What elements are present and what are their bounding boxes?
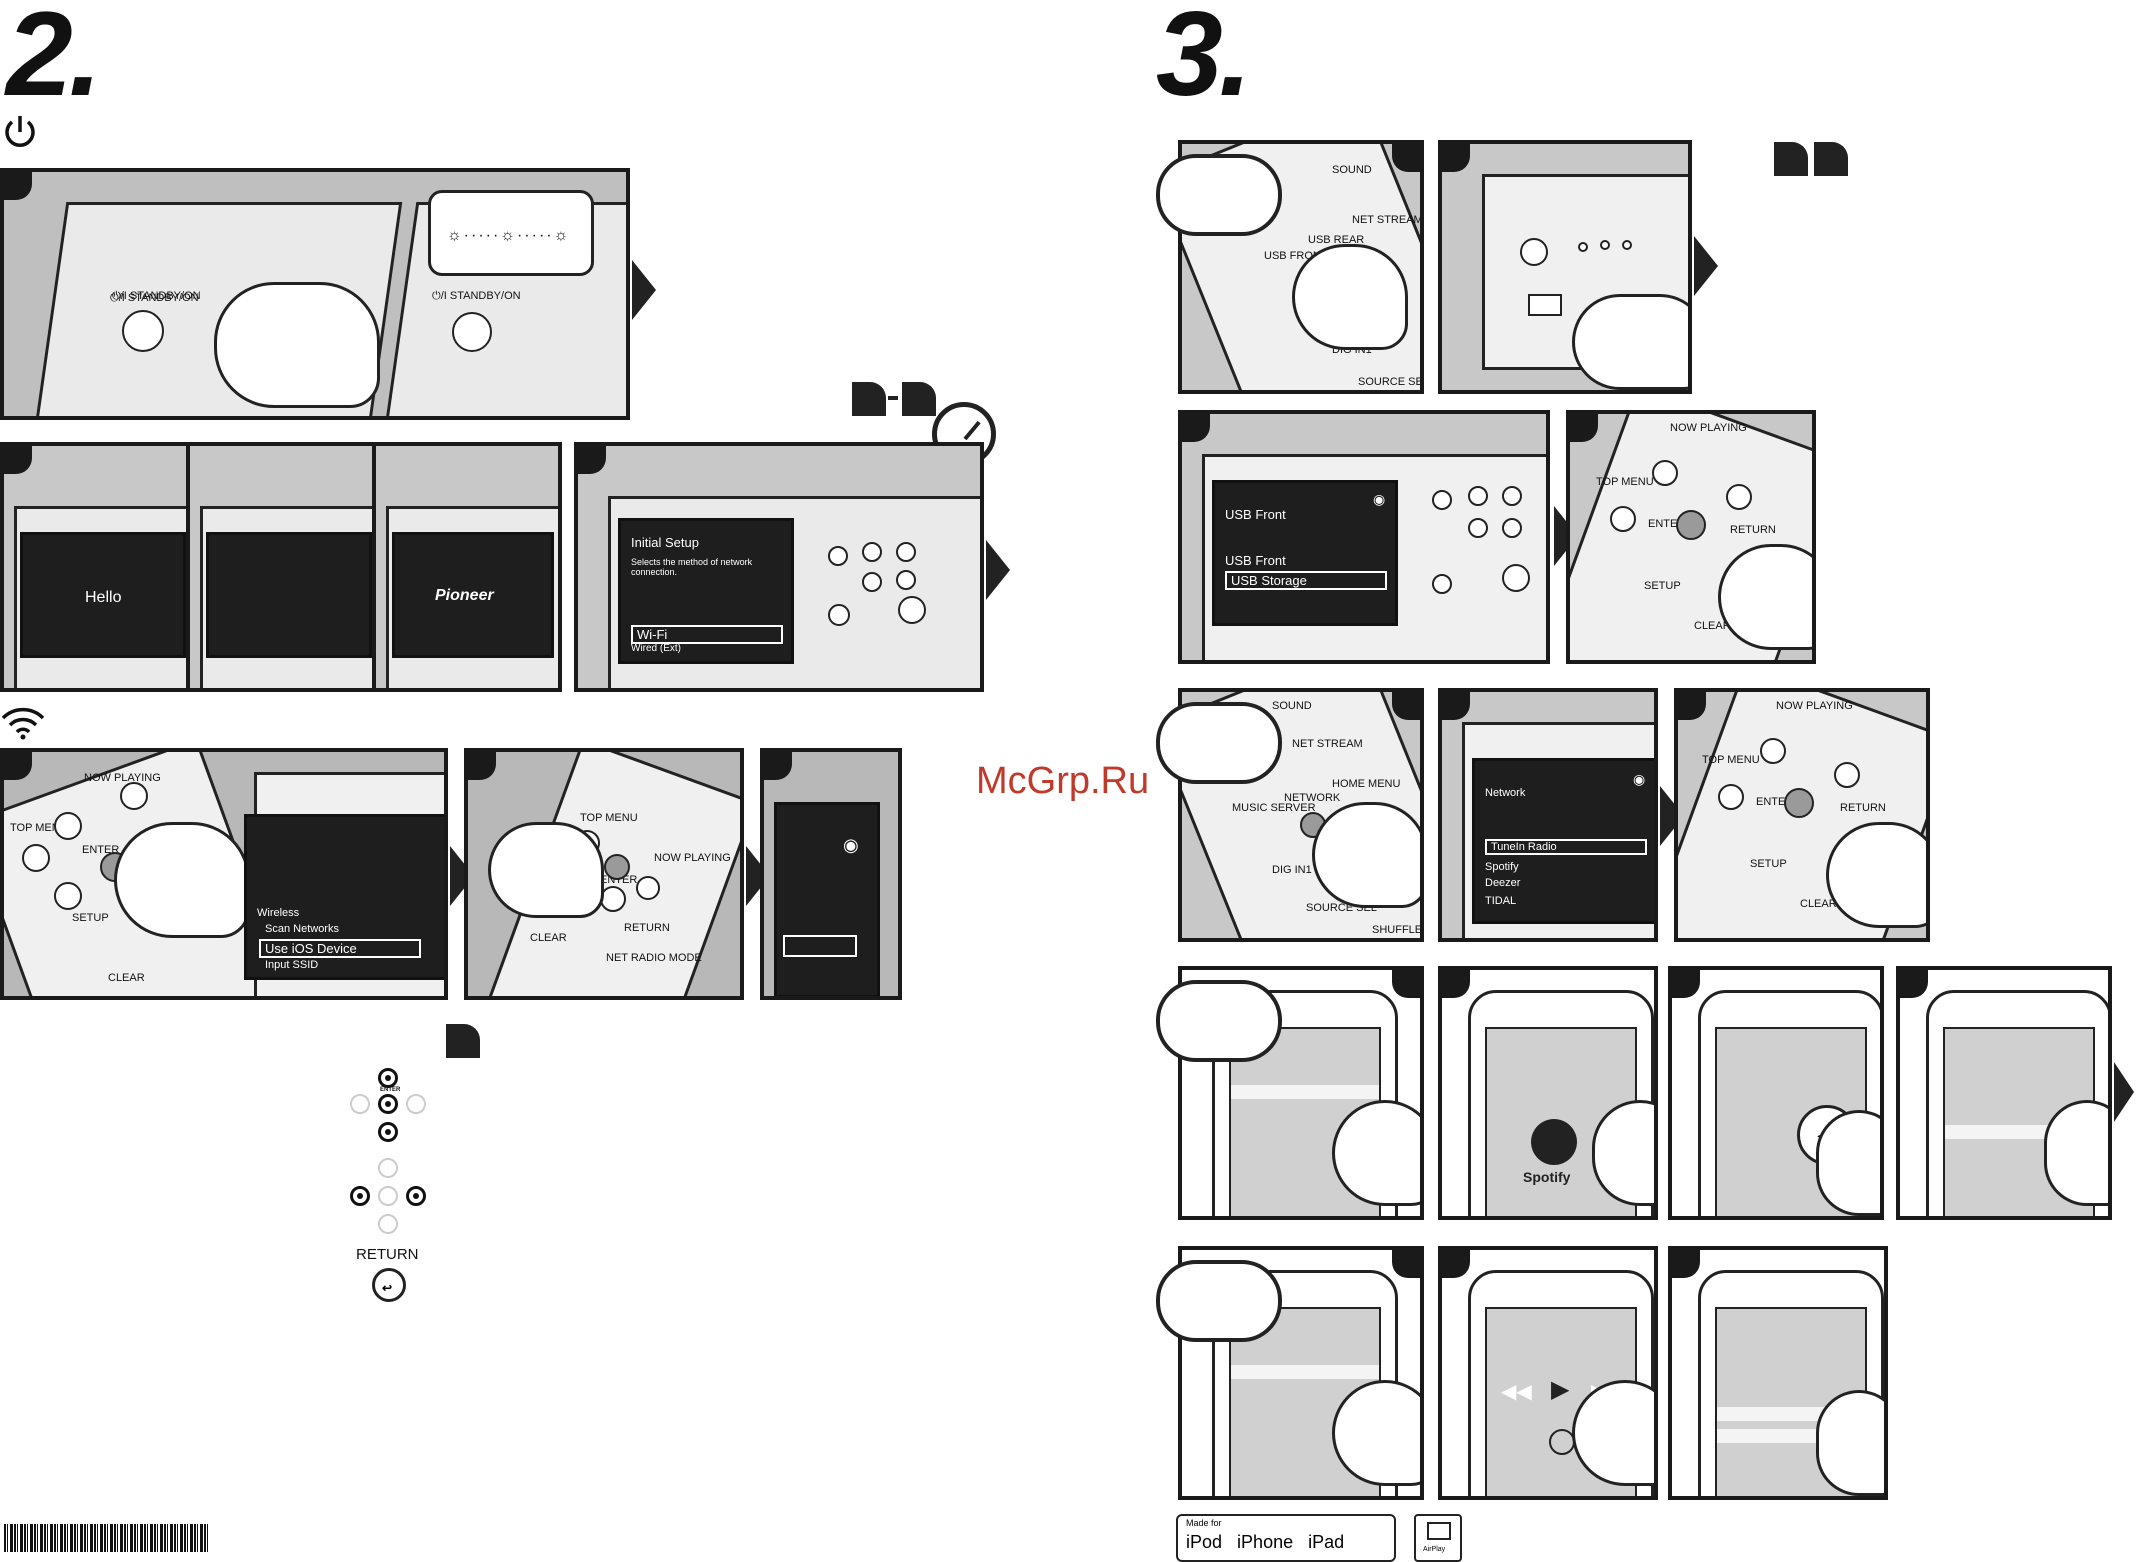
barcode: [4, 1524, 209, 1552]
panel-boot-1: Hello: [0, 442, 196, 692]
screen-initial-setup: Initial Setup Selects the method of netw…: [618, 518, 794, 664]
panel-network-remote: SOUND NET STREAM MUSIC SERVER NETWORK HO…: [1178, 688, 1424, 942]
step-3-number: 3.: [1156, 0, 1252, 121]
panel-network-enter: TOP MENU NOW PLAYING ENTER RETURN SETUP …: [1674, 688, 1930, 942]
arrow-next-5: [1694, 236, 1718, 296]
step-badge-double: [1774, 142, 1848, 176]
rewind-icon[interactable]: ◀◀: [1501, 1381, 1532, 1403]
panel-usb-enter: TOP MENU NOW PLAYING ENTER RETURN SETUP …: [1566, 410, 1816, 664]
return-icon: ↩: [372, 1268, 406, 1302]
watermark: McGrp.Ru: [976, 760, 1150, 802]
panel-remote-topmenu: TOP MENU NOW PLAYING ENTER SETUP CLEAR R…: [464, 748, 744, 1000]
iphone-label: iPhone: [1237, 1532, 1294, 1552]
panel-phone-speaker: ◀): [1668, 966, 1884, 1220]
legend-enter-label: ENTER: [380, 1087, 401, 1093]
panel-boot-2: [186, 442, 382, 692]
standby-label-1: ⏻/I STANDBY/ON: [110, 292, 199, 304]
arrow-next-1: [632, 260, 656, 320]
wifi-icon: [1, 707, 45, 740]
screen-hello: Hello: [20, 532, 186, 658]
screen-network: Network TuneIn Radio Spotify Deezer TIDA…: [1472, 758, 1654, 924]
spotify-label: Spotify: [1523, 1169, 1571, 1185]
usb-enter-button[interactable]: [1676, 510, 1706, 540]
panel-phone-spotify: Spotify: [1438, 966, 1658, 1220]
panel-phone-select: ✔: [1668, 1246, 1888, 1500]
screen-usb: USB Front USB Front USB Storage ◉: [1212, 480, 1398, 626]
arrow-next-2: [986, 540, 1010, 600]
usb-storage-option[interactable]: USB Storage: [1225, 571, 1387, 590]
standby-button-1[interactable]: [122, 310, 164, 352]
screen-brand: Pioneer: [392, 532, 554, 658]
use-ios-option[interactable]: Use iOS Device: [259, 939, 421, 958]
panel-initial-setup: Initial Setup Selects the method of netw…: [574, 442, 984, 692]
indicator-callout: ☼·····☼·····☼: [428, 190, 594, 276]
screen-wireless: Wireless Scan Networks Use iOS Device In…: [244, 814, 444, 980]
callout-bubble-3: [1156, 980, 1282, 1062]
panel-boot-3: Pioneer: [372, 442, 562, 692]
arrow-next-8: [2114, 1062, 2134, 1122]
step-badge-legend: [446, 1024, 480, 1058]
step-badges-range: [852, 382, 942, 416]
wifi-signal-icon: ◉: [843, 835, 859, 855]
legend-return-label: RETURN: [356, 1246, 419, 1263]
panel-usb-screen: USB Front USB Front USB Storage ◉: [1178, 410, 1550, 664]
spotify-logo: [1531, 1119, 1577, 1165]
callout-bubble-2: [1156, 702, 1282, 784]
panel-phone-list: [1896, 966, 2112, 1220]
panel-wifi-done: ◉: [760, 748, 902, 1000]
standby-label-2-text: ⏻/I STANDBY/ON: [432, 290, 521, 302]
airplay-badge: AirPlay: [1414, 1514, 1462, 1562]
panel-phone-player: ◀◀ ▶ ▶▶: [1438, 1246, 1658, 1500]
step-2-number: 2.: [6, 0, 102, 121]
panel-network-screen: Network TuneIn Radio Spotify Deezer TIDA…: [1438, 688, 1658, 942]
wifi-option[interactable]: Wi-Fi: [631, 625, 783, 644]
standby-label-1-text: ⏻/I STANDBY/ON: [112, 290, 201, 302]
panel-usb-remote: SOUND USB FRONT USB REAR NET STREAM DIG …: [1178, 140, 1424, 394]
standby-button-2[interactable]: [452, 312, 492, 352]
ipad-label: iPad: [1308, 1532, 1345, 1552]
panel-remote-enter: TOP MENU NOW PLAYING ENTER SETUP CLEAR W…: [0, 748, 448, 1000]
tunein-option[interactable]: TuneIn Radio: [1485, 839, 1647, 855]
power-icon: [5, 116, 35, 147]
callout-bubble-1: [1156, 154, 1282, 236]
pressing-hand-2: [114, 822, 250, 938]
ipod-label: iPod: [1186, 1532, 1223, 1552]
made-for-badge: Made for iPod iPhone iPad: [1176, 1514, 1396, 1562]
play-icon[interactable]: ▶: [1551, 1376, 1570, 1403]
callout-bubble-4: [1156, 1260, 1282, 1342]
wifi-indicator-icon: ◉: [1373, 491, 1386, 507]
pressing-hand: [214, 282, 380, 408]
screen-blank: [206, 532, 372, 658]
panel-usb-plug: [1438, 140, 1692, 394]
